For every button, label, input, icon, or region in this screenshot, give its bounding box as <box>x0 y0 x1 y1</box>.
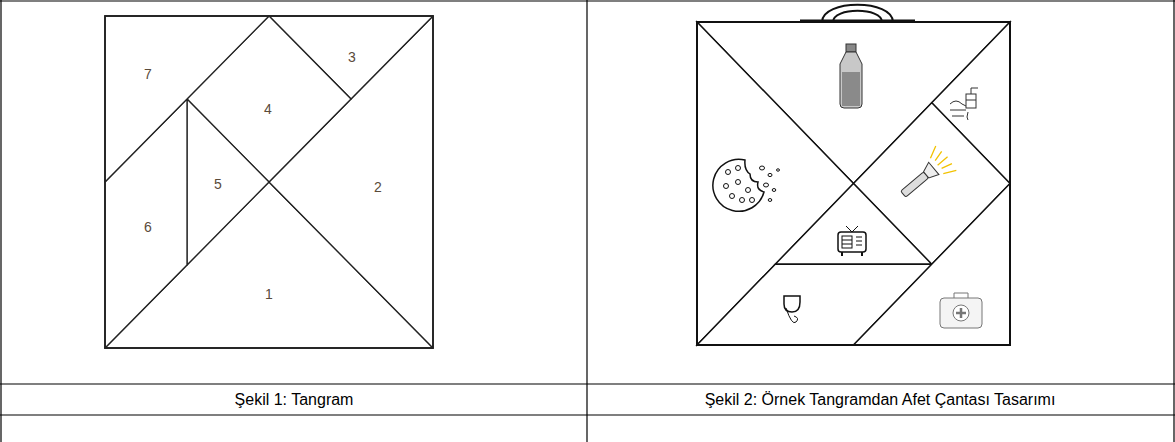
radio-icon <box>838 226 866 256</box>
cookie-icon <box>713 159 780 211</box>
bag-handle <box>822 5 893 22</box>
water-bottle-icon <box>840 44 862 108</box>
callout-number: 1 <box>265 287 273 302</box>
hand-soap-icon <box>950 88 978 120</box>
table-border <box>0 414 1175 415</box>
table-border <box>0 0 1 442</box>
table-border <box>0 383 1175 384</box>
figure-caption: Şekil 2: Örnek Tangramdan Afet Çantası T… <box>705 391 1056 409</box>
callout-number: 3 <box>348 50 356 65</box>
tangram-frame <box>105 16 433 348</box>
callout-number: 6 <box>144 220 152 235</box>
callout-number: 4 <box>264 102 272 117</box>
flashlight-icon <box>893 145 958 207</box>
bag-frame <box>697 22 1010 345</box>
table-border <box>0 0 1175 1</box>
table-border <box>1173 0 1174 442</box>
first-aid-icon <box>940 293 982 328</box>
callout-number: 7 <box>144 67 152 82</box>
callout-number: 2 <box>374 180 382 195</box>
figure-caption: Şekil 1: Tangram <box>235 391 354 409</box>
whistle-icon <box>784 296 800 323</box>
bag-piece <box>854 184 1011 346</box>
tangram-piece <box>105 16 269 182</box>
bag-handle <box>800 20 915 23</box>
table-border <box>586 0 587 442</box>
tangram-piece <box>187 99 269 265</box>
callout-number: 5 <box>214 177 222 192</box>
